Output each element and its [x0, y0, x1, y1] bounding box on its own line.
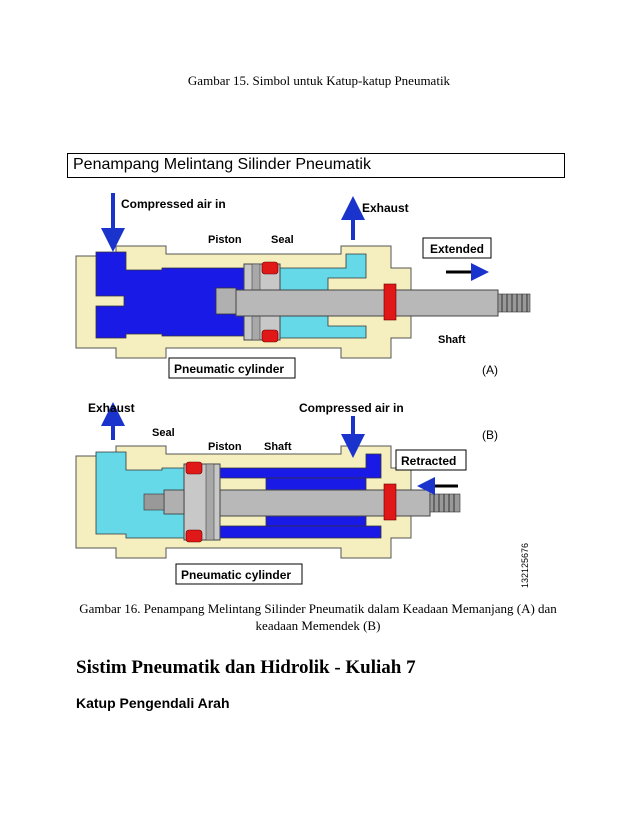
pneumatic-cylinder-box-a	[168, 357, 296, 379]
label-exhaust-b: Exhaust	[88, 401, 135, 415]
diagram-a: Compressed air in Exhaust Piston Seal Ex…	[75, 193, 531, 379]
label-seal-b: Seal	[152, 427, 175, 439]
thread-b-left	[143, 493, 165, 511]
label-exhaust-a: Exhaust	[362, 201, 409, 215]
shaft-b	[219, 489, 431, 517]
thread-b	[429, 493, 461, 513]
figure-id-number: 132125676	[520, 543, 530, 588]
shaft-a	[235, 289, 499, 317]
label-compressed-air-in-a: Compressed air in	[121, 197, 226, 211]
label-pneumatic-cylinder-b: Pneumatic cylinder	[181, 568, 291, 582]
nut-a	[215, 287, 237, 315]
label-piston-b: Piston	[208, 441, 242, 453]
seal-b-top	[185, 461, 203, 475]
extended-box	[422, 237, 492, 259]
label-piston-a: Piston	[208, 234, 242, 246]
chapter-heading: Sistim Pneumatik dan Hidrolik - Kuliah 7	[76, 657, 416, 678]
label-shaft-a: Shaft	[438, 334, 466, 346]
cylinder-figure: Compressed air in Exhaust Piston Seal Ex…	[75, 193, 531, 588]
diagram-b: Exhaust Compressed air in Seal Piston Sh…	[75, 401, 530, 588]
label-compressed-air-in-b: Compressed air in	[299, 401, 404, 415]
label-extended: Extended	[430, 242, 484, 256]
seal-a-top	[261, 261, 279, 275]
pneumatic-cylinder-box-b	[175, 563, 303, 585]
label-shaft-b: Shaft	[264, 441, 292, 453]
piston-b	[183, 463, 221, 541]
section-title-box: Penampang Melintang Silinder Pneumatik	[67, 153, 565, 178]
retracted-box	[395, 449, 467, 471]
figure-15-caption: Gambar 15. Simbol untuk Katup-katup Pneu…	[187, 73, 451, 88]
pressure-chamber-a	[95, 251, 247, 339]
nut-b	[163, 489, 185, 515]
seal-a-bottom	[261, 329, 279, 343]
figure-16-caption: Gambar 16. Penampang Melintang Silinder …	[79, 601, 557, 633]
label-pneumatic-cylinder-a: Pneumatic cylinder	[174, 362, 284, 376]
label-retracted: Retracted	[401, 454, 456, 468]
thread-a	[497, 293, 531, 313]
label-seal-a: Seal	[271, 234, 294, 246]
label-a: (A)	[482, 363, 498, 377]
section-heading: Katup Pengendali Arah	[76, 695, 230, 711]
label-b: (B)	[482, 428, 498, 442]
seal-b-bottom	[185, 529, 203, 543]
